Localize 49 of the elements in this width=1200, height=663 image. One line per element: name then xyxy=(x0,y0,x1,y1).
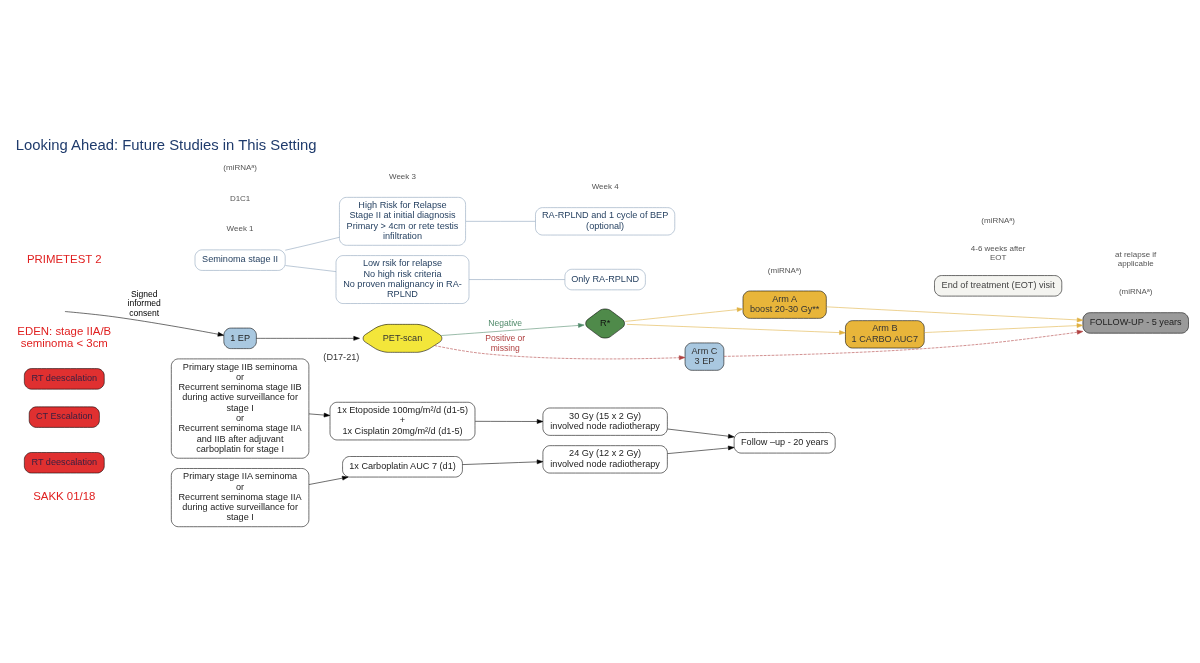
node-box: Arm B 1 CARBO AUC7 xyxy=(845,320,925,349)
node-box: 1x Etoposide 100mg/m²/d (d1-5) + 1x Cisplatin 20mg/m²/d (d1-5) xyxy=(329,402,476,441)
arrow xyxy=(434,345,686,360)
label: SAKK 01/18 xyxy=(33,490,96,503)
node-box: Low rsik for relapse No high risk criteria No proven malignancy in RA-RPLND xyxy=(335,255,470,304)
arrow xyxy=(626,324,846,335)
node-box: Primary stage IIA seminoma or Recurrent seminoma stage IIA during active surveillance for stage I xyxy=(171,468,310,527)
node-box: 30 Gy (15 x 2 Gy) involved node radiotherapy xyxy=(542,407,668,436)
node-box: Seminoma stage II xyxy=(194,249,286,271)
arrow xyxy=(667,428,735,439)
label: EDEN: stage IIA/B seminoma < 3cm xyxy=(17,324,112,350)
arrow xyxy=(625,307,744,322)
arrow xyxy=(924,323,1083,333)
connector xyxy=(285,237,340,251)
arrow xyxy=(64,311,224,337)
arrow xyxy=(723,329,1084,357)
arrow xyxy=(667,445,735,454)
arrow xyxy=(308,412,331,418)
arrow xyxy=(826,306,1084,323)
arrow xyxy=(308,475,349,485)
arrow xyxy=(440,323,585,336)
node-box: CT Escalation xyxy=(28,406,100,428)
node-box: RT deescalation xyxy=(24,452,105,474)
label: PRIMETEST 2 xyxy=(27,253,102,265)
arrow xyxy=(256,336,360,341)
node-box: RA-RPLND and 1 cycle of BEP (optional) xyxy=(535,207,676,236)
edge-label: Positive or missing xyxy=(485,333,526,353)
node-box: Arm A boost 20-30 Gy** xyxy=(742,290,827,319)
node-box: High Risk for Relapse Stage II at initial diagnosis Primary > 4cm or rete testis infiltration xyxy=(339,197,466,246)
node-box: End of treatment (EOT) visit xyxy=(934,275,1063,297)
connector xyxy=(468,279,566,280)
node-box: FOLLOW-UP - 5 years xyxy=(1082,312,1189,334)
node-ellipse: PET-scan xyxy=(362,324,443,353)
node-box: Arm C 3 EP xyxy=(684,342,725,371)
node-box: Only RA-RPLND xyxy=(564,269,646,291)
node-label: (D17-21) xyxy=(323,351,360,362)
edge-label: Negative xyxy=(488,318,523,329)
arrow xyxy=(462,459,544,465)
arrow xyxy=(474,419,544,424)
node-box: 1 EP xyxy=(223,327,257,349)
node-box: RT deescalation xyxy=(24,368,105,390)
node-box: 24 Gy (12 x 2 Gy) involved node radiotherapy xyxy=(542,445,668,474)
connector xyxy=(285,265,337,272)
node-box: 1x Carboplatin AUC 7 (d1) xyxy=(342,456,463,478)
diagram-title: Looking Ahead: Future Studies in This Setting xyxy=(15,137,317,154)
node-box: Follow –up - 20 years xyxy=(733,432,836,454)
connector xyxy=(465,221,536,222)
node-box: Primary stage IIB seminoma or Recurrent seminoma stage IIB during active surveillance for stage I or Recurrent seminoma stage IIA and IIB after adjuvant carboplatin for stage I xyxy=(171,358,310,459)
edge-label: Signed informed consent xyxy=(127,288,161,319)
